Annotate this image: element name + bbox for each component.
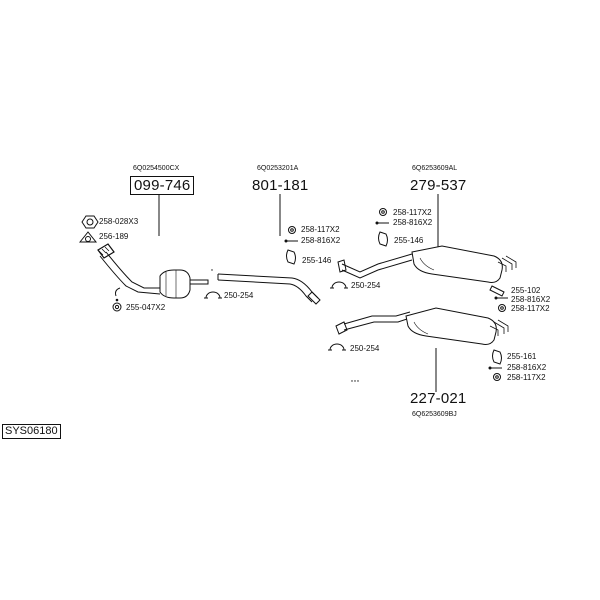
- washer-icon: [379, 208, 387, 216]
- rear-silencer-upper: [337, 245, 517, 283]
- part-label: 255-047X2: [126, 303, 166, 312]
- middle-pipe: [217, 273, 321, 305]
- dot-mark: [211, 269, 213, 271]
- part-label: 255-146: [394, 236, 424, 245]
- bolt-icon: [284, 239, 298, 243]
- part-label: 258-117X2: [393, 208, 432, 217]
- part-label: 258-816X2: [393, 218, 433, 227]
- rear-silencer-lower: [335, 307, 509, 345]
- part-label: 255-161: [507, 352, 537, 361]
- clamp-icon: [328, 343, 346, 351]
- part-label: 255-102: [511, 286, 541, 295]
- washer-icon: [112, 298, 122, 312]
- part-label: 250-254: [224, 291, 254, 300]
- assembly-ref-label: 6Q6253609AL: [412, 165, 458, 172]
- part-label: 250-254: [350, 344, 380, 353]
- nut-icon: [81, 215, 99, 229]
- assembly-number-label: 227-021: [410, 390, 467, 407]
- gasket-icon: [78, 231, 98, 243]
- hanger-icon: [492, 349, 502, 365]
- part-label: 258-117X2: [511, 304, 550, 313]
- assembly-number-label: 279-537: [410, 177, 467, 194]
- part-label: 258-816X2: [507, 363, 547, 372]
- assembly-ref-label: 6Q6253609BJ: [412, 411, 457, 418]
- clamp-icon: [204, 291, 222, 299]
- assembly-ref-label: 6Q0254500CX: [133, 165, 180, 172]
- washer-icon: [498, 304, 506, 312]
- hanger-icon: [286, 249, 296, 265]
- part-label: 258-028X3: [99, 217, 139, 226]
- hanger-icon: [489, 285, 505, 297]
- bolt-icon: [494, 296, 508, 300]
- clamp-icon: [330, 281, 348, 289]
- assembly-number-label: 099-746: [130, 176, 195, 195]
- assembly-number-label: 801-181: [252, 177, 309, 194]
- part-label: 258-117X2: [301, 225, 340, 234]
- system-code-label: SYS06180: [2, 424, 61, 439]
- washer-icon: [288, 226, 296, 234]
- part-label: 250-254: [351, 281, 381, 290]
- part-label: 255-146: [302, 256, 332, 265]
- part-label: 256-189: [99, 232, 129, 241]
- part-label: 258-117X2: [507, 373, 546, 382]
- front-pipe-catalyst: [97, 243, 209, 299]
- bolt-icon: [488, 366, 502, 370]
- part-label: 258-816X2: [301, 236, 341, 245]
- bolt-icon: [375, 221, 389, 225]
- dot-mark: [351, 380, 353, 382]
- dot-mark: [354, 380, 356, 382]
- hanger-icon: [378, 231, 388, 247]
- washer-icon: [493, 373, 501, 381]
- part-label: 258-816X2: [511, 295, 551, 304]
- dot-mark: [357, 380, 359, 382]
- assembly-ref-label: 6Q0253201A: [257, 165, 299, 172]
